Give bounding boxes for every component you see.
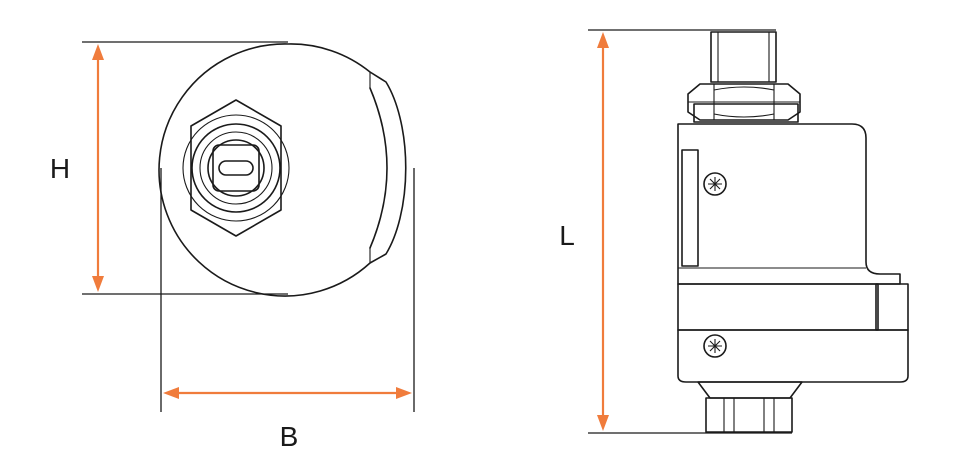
length-dimension: L — [559, 32, 609, 431]
width-arrow-left — [163, 387, 179, 399]
side-lower-body — [677, 329, 909, 383]
width-arrow-right — [396, 387, 412, 399]
height-arrow-bottom — [92, 276, 104, 292]
side-nut-washer — [693, 103, 799, 123]
side-top-shaft — [710, 31, 777, 83]
front-slot — [218, 160, 254, 176]
height-arrow-top — [92, 44, 104, 60]
side-hex-nut — [687, 83, 801, 121]
front-body-outline — [158, 43, 407, 297]
front-fitting-outer — [191, 123, 281, 213]
height-dimension: H — [50, 44, 104, 292]
length-arrow-top — [597, 32, 609, 48]
side-middle-band — [677, 283, 879, 331]
front-lug-inner — [369, 87, 388, 249]
side-bottom-hex — [705, 397, 793, 433]
front-fitting-ring — [199, 131, 273, 205]
side-screw-bottom — [703, 334, 727, 358]
side-band-end — [875, 283, 909, 331]
side-screw-top — [703, 172, 727, 196]
height-label: H — [50, 153, 70, 184]
side-bottom-neck — [697, 381, 803, 399]
width-label: B — [280, 421, 299, 452]
side-extension-lines — [588, 29, 792, 434]
front-extension-lines — [82, 41, 415, 412]
front-view — [158, 43, 407, 297]
length-arrow-bottom — [597, 415, 609, 431]
length-label: L — [559, 220, 575, 251]
side-upper-body — [677, 123, 901, 285]
width-dimension: B — [163, 387, 412, 452]
side-view — [677, 31, 909, 433]
front-hex-inner-ring — [182, 114, 290, 222]
side-window — [681, 149, 699, 267]
front-shaft-square — [212, 144, 260, 192]
front-hex-nut — [190, 99, 282, 237]
front-fitting-ring-inner — [207, 139, 265, 197]
